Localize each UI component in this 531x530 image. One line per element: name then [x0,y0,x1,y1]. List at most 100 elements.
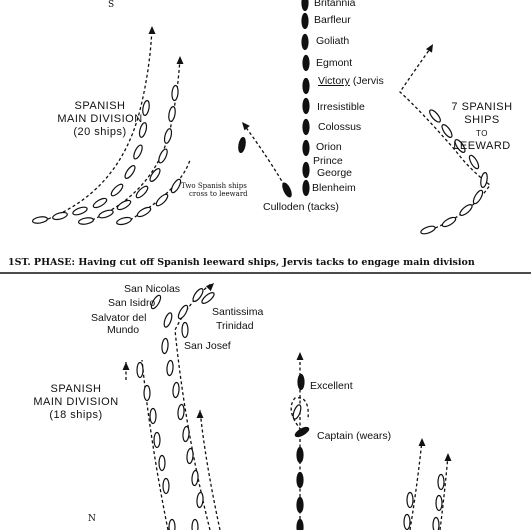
spanish-leeward-ship [472,189,484,205]
spanish-ship-right [406,491,414,509]
spanish2-right-track [409,439,423,530]
ship-label-george: George [317,167,353,179]
british-ship [301,0,309,12]
spanish-main-ship-2 [143,384,151,402]
arrowhead [444,453,452,461]
ship-label-san-josef: San Josef [184,340,231,352]
ship-label-san-nicolas: San Nicolas [124,283,181,295]
spanish-main-ship-2 [191,469,199,487]
spanish-flagship-group [150,294,162,310]
ship-label-excellent: Excellent [310,380,353,392]
arrowhead [296,352,304,360]
ship-label-mundo: Mundo [107,324,140,336]
spanish-flagship-group [181,321,189,339]
british-ship [302,118,310,136]
spanish-main-ship-2 [149,407,157,425]
spanish-main-ship [52,211,68,221]
ship-label-trinidad: Trinidad [216,320,254,332]
spanish2-col1-track [141,359,169,530]
spanish-leeward-label: 7 SPANISH SHIPS TO LEEWARD [442,101,522,153]
spanish-leeward-ship [468,154,480,170]
spanish-main-ship [31,216,49,224]
spanish-main-ship [133,144,143,160]
spanish-main-ship-2 [177,403,185,421]
british-ship-2 [296,518,304,530]
leeward-line1: 7 SPANISH [451,101,513,113]
spanish-main-ship [170,178,182,194]
spanish-col1-track [47,27,153,220]
spanish-main-ship [168,105,176,123]
ship-label-britannia: Britannia [314,0,356,9]
spanish-flagship-group [192,288,204,302]
spanish-main-ship-2 [196,491,204,509]
spanish-main-ship [136,206,152,218]
spanish-main-ship [124,165,136,179]
british-ship-2 [296,496,304,514]
compass-south: S [108,0,115,10]
british-ship-2 [296,446,304,464]
spanish-main2-line3: (18 ships) [49,409,103,421]
spanish-leeward-ship [459,204,473,216]
ship-label-captain: Captain (wears) [317,430,392,442]
arrowhead [196,410,204,418]
ship-label-blenheim: Blenheim [312,182,356,194]
spanish-main-ship [92,197,108,209]
arrowhead [176,56,184,64]
victory-name: Victory [318,75,350,87]
spanish-main-ship-2 [186,447,194,465]
ship-label-victory: Victory (Jervis [318,75,384,87]
ship-label-irresistible: Irresistible [317,101,365,113]
spanish-ship-right [437,473,445,491]
spanish-main-ship [142,99,150,117]
spanish-main-division-label-2: SPANISH MAIN DIVISION (18 ships) [26,383,126,422]
british-ship [301,33,309,51]
spanish2-right2-track [439,454,449,530]
spanish-main-ship-2 [168,518,176,530]
ship-label-santissima: Santissima [212,306,264,318]
spanish-main-ship [158,148,168,164]
leeward-line3: TO [476,129,488,138]
phase1-caption: 1ST. PHASE: Having cut off Spanish leewa… [8,257,475,268]
spanish-main-ship [138,122,148,138]
spanish-main-ship-2 [161,337,169,355]
spanish-ship-right [432,516,440,530]
spanish-main-ship [98,209,114,219]
spanish-main-ship [171,84,179,102]
victory-suffix: (Jervis [349,75,384,87]
ship-label-colossus: Colossus [318,121,362,133]
culloden-tack-track [241,121,288,191]
british-ship [302,179,310,197]
spanish-leeward-ship [420,225,436,235]
spanish-ship-right [403,513,411,530]
spanish-main2-line1: SPANISH [50,383,102,395]
leeward-line4: LEEWARD [453,140,511,152]
british-ship [302,54,310,72]
spanish-main-ship-2 [136,361,144,379]
ship-label-egmont: Egmont [316,57,353,69]
spanish-main-ship [72,206,88,216]
british-ship [302,161,310,179]
ship-label-prince: Prince [313,155,343,167]
ship-label-goliath: Goliath [316,35,350,47]
spanish-leeward-ship [441,216,457,228]
spanish-main-ship-2 [166,359,174,377]
spanish-main2-line2: MAIN DIVISION [33,396,119,408]
british-ship-2 [297,373,305,391]
spanish-main-ship [110,183,124,197]
spanish-main-ship [155,193,169,207]
ship-label-culloden: Culloden (tacks) [263,201,339,213]
spanish-leeward-ship [480,171,488,189]
spanish-main-ship [77,217,95,225]
spanish-flagship-group [201,292,215,304]
spanish-main-ship [116,199,132,211]
spanish-main-ship [116,216,132,226]
british-ship [302,97,310,115]
spanish-main-division-label: SPANISH MAIN DIVISION (20 ships) [50,100,150,139]
ship-label-san-isidro: San Isidro [108,297,156,309]
spanish-ship-near-captain [292,404,302,420]
spanish-main-ship-2 [191,518,199,530]
british-ship [301,12,309,30]
spanish-main-ship [163,128,173,144]
